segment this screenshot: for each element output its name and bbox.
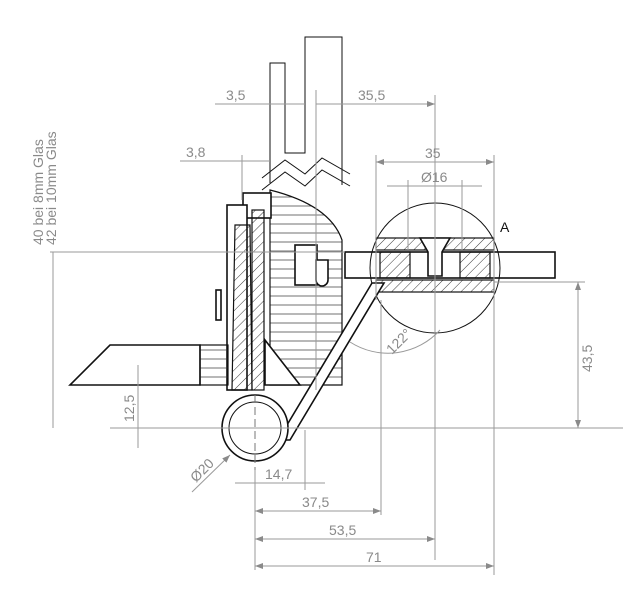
dim-d4: 71 bbox=[366, 549, 382, 565]
detail-label: A bbox=[500, 219, 510, 235]
glass-note-8mm: 40 bei 8mm Glas bbox=[30, 139, 46, 245]
dim-d1: 14,7 bbox=[265, 466, 292, 482]
dim-height-left: 12,5 bbox=[121, 395, 137, 422]
dim-d3: 53,5 bbox=[329, 522, 356, 538]
dim-glass-offset: 35,5 bbox=[358, 87, 385, 103]
clamp-body bbox=[215, 189, 343, 391]
dim-angle: 122° bbox=[383, 325, 415, 357]
handrail-tube bbox=[220, 394, 290, 470]
dim-tube-diameter: Ø20 bbox=[187, 455, 217, 485]
dim-height-right: 43,5 bbox=[579, 345, 595, 372]
dim-bolt-diameter: Ø16 bbox=[421, 169, 448, 185]
glass-panes bbox=[261, 36, 351, 191]
dim-disc-width: 35 bbox=[425, 145, 441, 161]
base-block bbox=[199, 344, 229, 386]
dimension-lines bbox=[50, 90, 623, 575]
dim-glass-gap: 3,5 bbox=[226, 87, 246, 103]
dim-clamp-offset: 3,8 bbox=[186, 144, 206, 160]
glass-note-10mm: 42 bei 10mm Glas bbox=[43, 131, 59, 245]
floor-base bbox=[68, 344, 201, 386]
dim-d2: 37,5 bbox=[302, 494, 329, 510]
